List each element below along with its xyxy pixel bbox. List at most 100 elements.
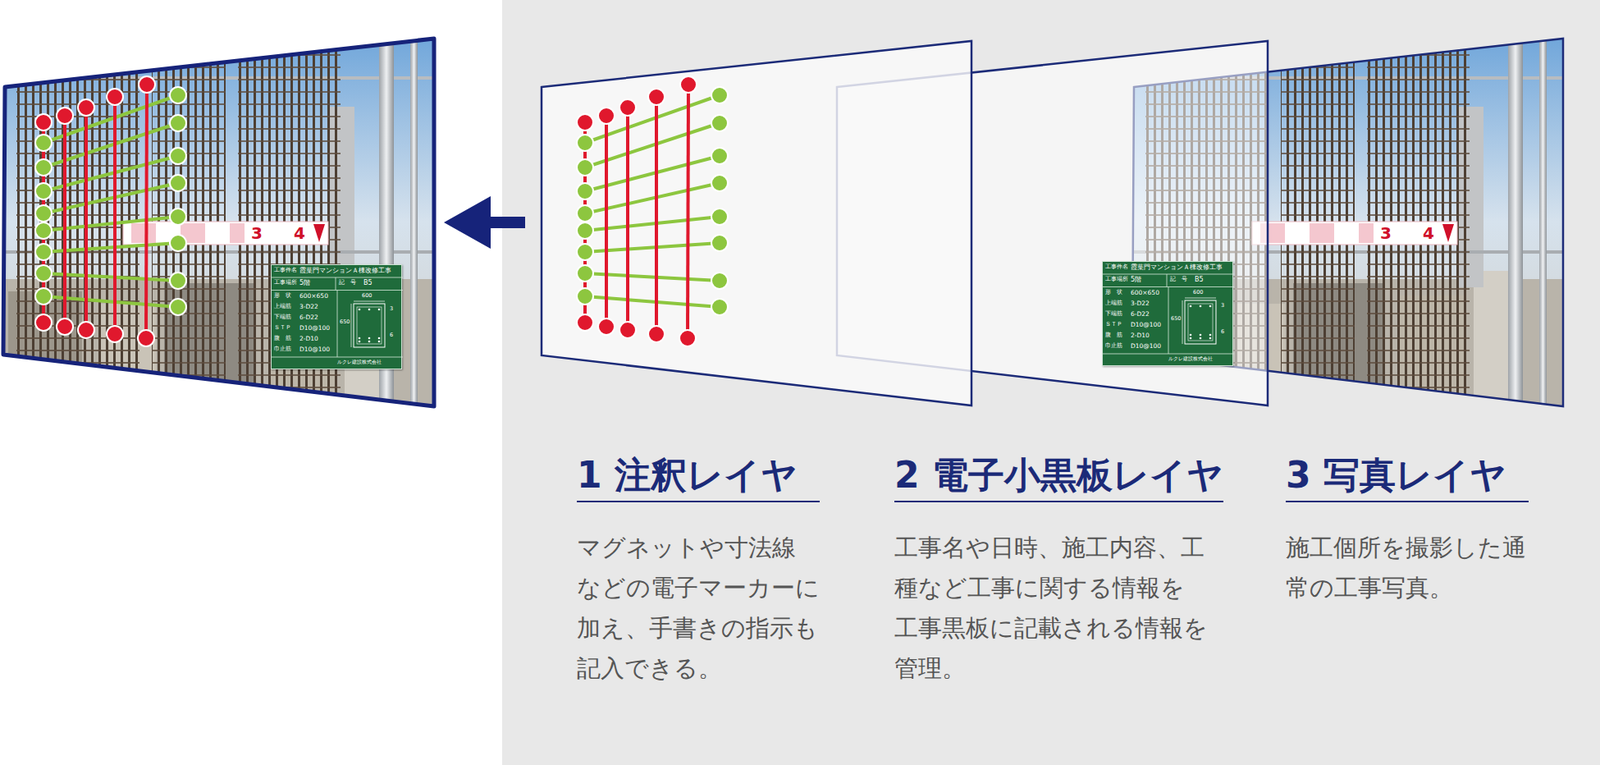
layer-body: 工事名や日時、施工内容、工種など工事に関する情報を工事黒板に記載される情報を管理… — [894, 527, 1208, 689]
blackboard-text: 下端筋 — [1105, 310, 1123, 317]
green-magnet — [711, 272, 728, 289]
blackboard-text: 6-D22 — [1130, 310, 1150, 318]
blackboard-text: 2-D10 — [299, 335, 319, 343]
rebar-dot — [378, 308, 381, 311]
green-magnet — [576, 243, 594, 261]
layer-description: 3 写真レイヤ施工個所を撮影した通常の工事写真。 — [1285, 452, 1529, 608]
blackboard-text: 3 — [389, 306, 394, 312]
layer-body: マグネットや寸法線などの電子マーカーに加え、手書きの指示も記入できる。 — [576, 527, 820, 689]
rebar-dot — [368, 340, 371, 343]
rebar-dot — [1209, 305, 1212, 308]
marker-line — [84, 107, 88, 330]
red-magnet — [106, 325, 124, 343]
green-magnet — [711, 147, 728, 165]
rebar-dot — [358, 340, 362, 343]
ruler-number: 4 — [292, 223, 307, 243]
blackboard-text: D10@100 — [299, 346, 330, 353]
rebar-dot — [368, 308, 371, 311]
red-magnet — [77, 99, 95, 116]
red-magnet — [679, 329, 696, 347]
green-magnet — [711, 174, 728, 192]
dimension-line — [1184, 297, 1216, 299]
rebar-dot — [368, 337, 371, 340]
red-magnet — [680, 76, 697, 93]
green-magnet — [711, 208, 728, 225]
marker-line — [113, 96, 117, 334]
electronic-blackboard: 工事件名霞葉門マンションＡ棟改修工事工事場所5階記 号B5形 状600×650上… — [1101, 260, 1234, 366]
blackboard-text: 上端筋 — [274, 303, 292, 310]
blackboard-text: 600 — [361, 292, 372, 299]
green-magnet — [35, 205, 52, 222]
green-magnet — [576, 265, 594, 282]
marker-line — [687, 84, 689, 339]
grid-line — [1168, 287, 1170, 355]
rebar-dot — [1209, 337, 1212, 340]
blackboard-text: 5階 — [1130, 276, 1142, 284]
red-magnet — [56, 107, 74, 124]
rebar-dot — [1199, 337, 1203, 340]
grid-line — [1166, 274, 1168, 288]
rebar-dot — [1189, 333, 1193, 337]
green-magnet — [576, 159, 594, 176]
red-magnet — [619, 99, 636, 116]
red-magnet — [35, 114, 52, 131]
layer-heading: 3 写真レイヤ — [1285, 452, 1529, 503]
blackboard-text: D10@100 — [299, 324, 330, 332]
marker-line — [146, 84, 147, 339]
green-magnet — [169, 174, 187, 192]
blackboard-text: 6 — [1220, 329, 1225, 335]
blackboard-text: D10@100 — [1130, 321, 1162, 329]
stirrup — [1188, 303, 1213, 341]
rebar-dot — [358, 308, 362, 311]
section-outline — [353, 303, 385, 348]
ruler-number: 4 — [1421, 223, 1436, 243]
blackboard-text: 工事件名 — [274, 267, 298, 274]
blackboard-text: 工事件名 — [1105, 264, 1129, 270]
red-magnet — [648, 325, 665, 343]
red-magnet — [138, 76, 156, 93]
rebar-dot — [1209, 333, 1212, 337]
red-magnet — [137, 329, 155, 347]
blackboard-text: 工事場所 — [274, 279, 298, 286]
blackboard-text: B5 — [363, 279, 373, 288]
blackboard-text: 3 — [1220, 302, 1225, 309]
blackboard-text: 3-D22 — [299, 303, 319, 311]
marker-line — [654, 96, 659, 334]
marker-line — [604, 115, 608, 327]
green-magnet — [35, 265, 52, 282]
blackboard-text: 650 — [339, 319, 350, 325]
blackboard-text: 600 — [1193, 289, 1203, 296]
blackboard-text: 巾止筋 — [1105, 342, 1123, 349]
ruler-number: 3 — [1378, 223, 1394, 243]
green-magnet — [35, 222, 52, 239]
dimension-line — [353, 301, 385, 302]
green-magnet — [35, 134, 52, 151]
green-magnet — [35, 182, 52, 200]
grid-line — [271, 277, 403, 279]
layer-description: 2 電子小黒板レイヤ工事名や日時、施工内容、工種など工事に関する情報を工事黒板に… — [894, 452, 1224, 689]
stirrup — [356, 306, 382, 344]
green-magnet — [711, 114, 728, 132]
blackboard-text: ルクレ建設株式会社 — [337, 359, 382, 366]
rebar-dot — [378, 337, 381, 340]
blackboard-text: 650 — [1170, 315, 1181, 322]
dimension-line — [351, 303, 352, 348]
red-magnet — [35, 314, 52, 331]
green-magnet — [35, 159, 52, 176]
green-magnet — [576, 182, 594, 200]
electronic-blackboard: 工事件名霞葉門マンションＡ棟改修工事工事場所5階記 号B5形 状600×650上… — [270, 264, 403, 370]
blackboard-text: 形 状 — [1105, 289, 1123, 296]
marker-line — [63, 115, 67, 327]
rebar-dot — [1199, 333, 1203, 337]
green-magnet — [169, 234, 187, 252]
green-magnet — [169, 147, 187, 165]
blackboard-text: 下端筋 — [274, 314, 292, 320]
blackboard-text: 霞葉門マンションＡ棟改修工事 — [1130, 263, 1223, 271]
green-magnet — [35, 288, 52, 305]
red-magnet — [619, 321, 636, 339]
blackboard-text: ルクレ建設株式会社 — [1168, 356, 1213, 362]
green-magnet — [35, 243, 52, 261]
grid-line — [335, 277, 337, 291]
blackboard-text: B5 — [1194, 276, 1204, 284]
green-magnet — [711, 298, 728, 316]
